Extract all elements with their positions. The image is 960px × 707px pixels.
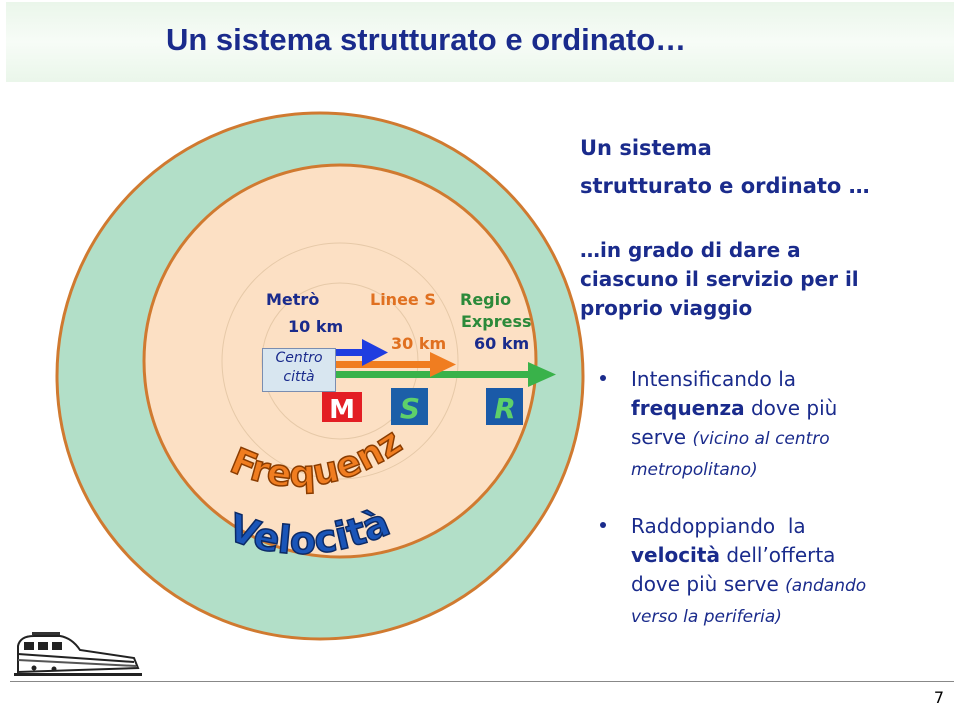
label-express: Express [461,312,532,331]
bullet-line: dove più serve (andando [631,570,951,601]
bullet-text-span: Intensificando la [631,367,796,391]
bullet-text-span: dell’offerta [719,543,836,567]
bullet-text-span: frequenza [631,396,745,420]
footer-divider [10,681,954,682]
bullet-line: Raddoppiando la [631,512,951,541]
bullet-text-span: dove più [744,396,838,420]
subtitle-line-1: Un sistema [580,136,712,160]
bullet-line: serve (vicino al centro [631,423,951,454]
description: …in grado di dare a ciascuno il servizio… [580,236,859,323]
bullet-text-span: (vicino al centro [692,429,830,449]
bullet-text-span: serve [631,425,693,449]
bullet-text-span: verso la periferia) [631,607,782,627]
bullet-text-span: (andando [785,576,867,596]
bullet-text-span: dove più serve [631,572,786,596]
label-regio-km: 60 km [474,334,530,353]
bullet-line: metropolitano) [631,454,951,485]
bullet-text-span: velocità [631,543,720,567]
description-line-1: …in grado di dare a [580,238,801,262]
regio-badge-icon: R [486,388,523,425]
linee-s-badge-letter: S [400,392,420,425]
arrow-linee-s [336,352,456,377]
metro-badge-icon: M [322,392,362,425]
bullet-line: velocità dell’offerta [631,541,951,570]
bullet-line: Intensificando la [631,365,951,394]
bullet-icon [600,375,606,381]
centro-citta-label: Centro città [262,348,336,392]
title-bar [6,2,954,82]
city-ring-30 [221,242,459,480]
train-icon [14,632,142,676]
bullet-text-span: metropolitano) [631,460,758,480]
slide-title: Un sistema strutturato e ordinato… [166,22,687,57]
label-linee-s-km: 30 km [391,334,447,353]
linee-s-badge-icon: S [391,388,428,425]
centro-line-1: Centro [275,350,323,366]
bullet-line: verso la periferia) [631,601,951,632]
bullet-text-span: Raddoppiando la [631,514,806,538]
subtitle-line-2: strutturato e ordinato … [580,174,870,198]
arrow-metro [336,339,388,366]
regio-badge-letter: R [494,392,516,425]
description-line-3: proprio viaggio [580,296,753,320]
label-regio: Regio [460,290,512,309]
label-metro-km: 10 km [288,317,344,336]
description-line-2: ciascuno il servizio per il [580,267,859,291]
label-metro: Metrò [266,290,320,309]
page-number: 7 [933,688,944,707]
label-linee-s: Linee S [370,290,436,309]
bullet-line: frequenza dove più [631,394,951,423]
centro-line-2: città [283,369,315,385]
metro-badge-letter: M [329,395,355,425]
bullet-icon [600,522,606,528]
